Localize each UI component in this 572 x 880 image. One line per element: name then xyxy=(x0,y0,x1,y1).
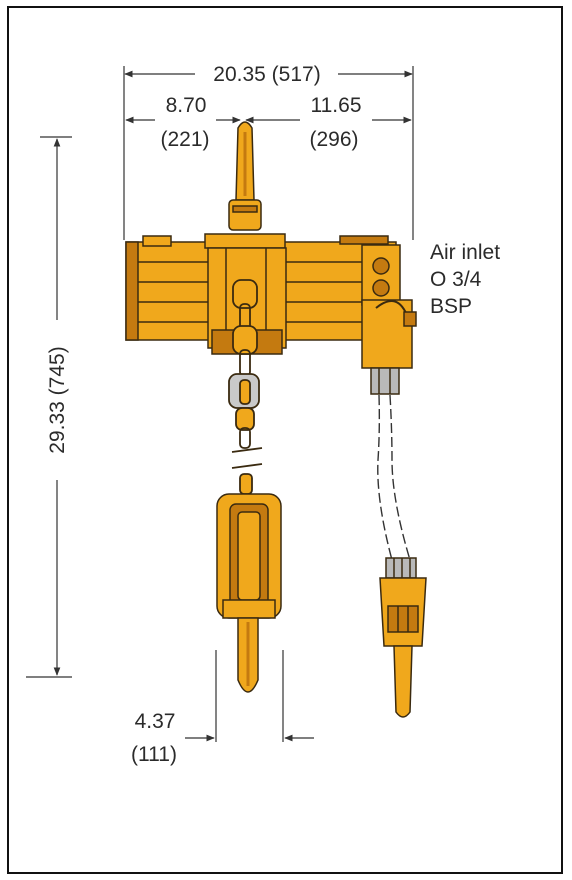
height-label: 29.33 (745) xyxy=(46,346,69,453)
right-width-label-in: 11.65 xyxy=(311,94,362,117)
air-hose xyxy=(377,394,411,561)
valve-block xyxy=(361,244,417,395)
air-inlet-line3: BSP xyxy=(430,295,472,318)
dimension-overall-width xyxy=(123,66,414,240)
dimension-hook-width xyxy=(185,650,314,742)
left-width-label-in: 8.70 xyxy=(166,94,207,117)
bottom-hook-block xyxy=(216,493,282,693)
hoist-motor-body xyxy=(125,233,397,355)
drawing-frame xyxy=(7,6,563,874)
top-suspension-hook xyxy=(228,121,262,231)
load-chain xyxy=(228,279,263,495)
overall-width-label: 20.35 (517) xyxy=(213,63,320,86)
hook-width-label-mm: (111) xyxy=(131,743,177,766)
pendant-control xyxy=(379,557,427,718)
air-inlet-line1: Air inlet xyxy=(430,241,500,264)
air-inlet-line2: O 3/4 xyxy=(430,268,482,291)
left-width-label-mm: (221) xyxy=(160,128,209,151)
right-width-label-mm: (296) xyxy=(309,128,358,151)
dimension-height xyxy=(26,136,72,678)
hook-width-label-in: 4.37 xyxy=(135,710,176,733)
